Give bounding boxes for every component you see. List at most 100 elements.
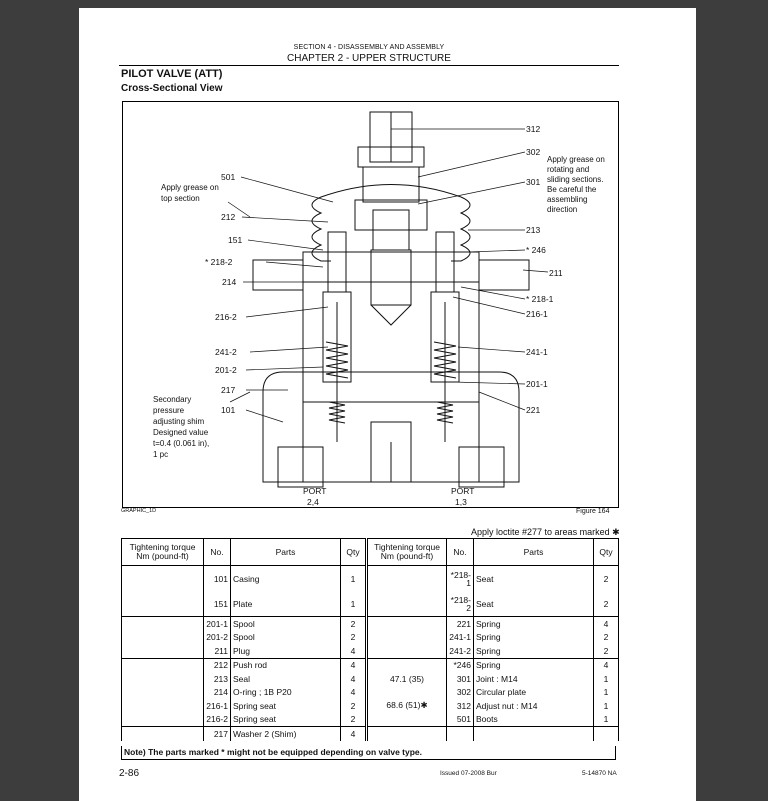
table-cell: 201-1 bbox=[203, 616, 231, 631]
table-cell bbox=[366, 726, 447, 741]
table-cell: Plate bbox=[230, 591, 341, 617]
table-cell: 312 bbox=[446, 699, 474, 713]
table-cell bbox=[121, 712, 204, 727]
table-cell: 2 bbox=[593, 644, 619, 658]
table-cell: 2 bbox=[593, 565, 619, 591]
valve-drawing: 312 302 301 213 * 246 211 * 218-1 216-1 … bbox=[153, 111, 605, 507]
table-cell: 1 bbox=[340, 565, 368, 591]
table-cell: 4 bbox=[340, 672, 368, 686]
table-cell: 2 bbox=[340, 616, 368, 631]
col-header-parts-2: Parts bbox=[473, 538, 594, 566]
table-cell: 302 bbox=[446, 685, 474, 699]
table-cell: Push rod bbox=[230, 657, 341, 672]
table-cell bbox=[121, 672, 204, 686]
table-cell: 101 bbox=[203, 565, 231, 591]
table-cell: 241-2 bbox=[446, 644, 474, 658]
shim-note-line-6: 1 pc bbox=[153, 450, 168, 459]
table-cell bbox=[121, 644, 204, 658]
table-cell bbox=[366, 591, 447, 617]
label-216-1: 216-1 bbox=[526, 309, 548, 319]
table-cell: 1 bbox=[593, 672, 619, 686]
table-cell: Spring bbox=[473, 644, 594, 658]
table-cell: 151 bbox=[203, 591, 231, 617]
label-151: 151 bbox=[228, 235, 242, 245]
grease-right-line-2: rotating and bbox=[547, 165, 589, 174]
label-218-2: * 218-2 bbox=[205, 257, 233, 267]
table-cell: Boots bbox=[473, 712, 594, 727]
table-cell: 4 bbox=[593, 657, 619, 672]
label-211: 211 bbox=[549, 268, 563, 278]
grease-top-line-2: top section bbox=[161, 194, 200, 203]
table-cell bbox=[121, 726, 204, 741]
label-501: 501 bbox=[221, 172, 235, 182]
port-right-label: PORT bbox=[451, 486, 474, 496]
label-301: 301 bbox=[526, 177, 540, 187]
table-cell bbox=[593, 726, 619, 741]
table-cell bbox=[366, 616, 447, 631]
table-cell: Plug bbox=[230, 644, 341, 658]
label-214: 214 bbox=[222, 277, 236, 287]
table-cell: Circular plate bbox=[473, 685, 594, 699]
table-cell: Seat bbox=[473, 591, 594, 617]
table-cell bbox=[366, 712, 447, 727]
table-cell: 214 bbox=[203, 685, 231, 699]
table-cell: Spring seat bbox=[230, 699, 341, 713]
chapter-header: CHAPTER 2 - UPPER STRUCTURE bbox=[287, 53, 451, 64]
col-header-no: No. bbox=[203, 538, 231, 566]
grease-top-line-1: Apply grease on bbox=[161, 183, 219, 192]
table-cell: 241-1 bbox=[446, 630, 474, 644]
label-246: * 246 bbox=[526, 245, 546, 255]
table-cell: 301 bbox=[446, 672, 474, 686]
header-rule bbox=[119, 65, 619, 66]
table-cell: 4 bbox=[340, 685, 368, 699]
table-cell: Seat bbox=[473, 565, 594, 591]
table-cell: 1 bbox=[593, 712, 619, 727]
table-cell bbox=[366, 630, 447, 644]
table-cell: 217 bbox=[203, 726, 231, 741]
table-cell: 68.6 (51)✱ bbox=[366, 699, 447, 713]
table-cell: Seal bbox=[230, 672, 341, 686]
label-241-2: 241-2 bbox=[215, 347, 237, 357]
label-218-1: * 218-1 bbox=[526, 294, 554, 304]
label-221: 221 bbox=[526, 405, 540, 415]
table-cell bbox=[121, 699, 204, 713]
grease-right-line-1: Apply grease on bbox=[547, 155, 605, 164]
shim-note-line-3: adjusting shim bbox=[153, 417, 204, 426]
label-201-2: 201-2 bbox=[215, 365, 237, 375]
label-241-1: 241-1 bbox=[526, 347, 548, 357]
label-101: 101 bbox=[221, 405, 235, 415]
port-left-number: 2,4 bbox=[307, 497, 319, 507]
label-217: 217 bbox=[221, 385, 235, 395]
table-cell: 2 bbox=[340, 699, 368, 713]
table-cell: 221 bbox=[446, 616, 474, 631]
document-number: 5-14870 NA bbox=[582, 770, 617, 777]
table-cell: Spring bbox=[473, 616, 594, 631]
table-cell: 213 bbox=[203, 672, 231, 686]
col-header-parts: Parts bbox=[230, 538, 341, 566]
table-cell: *218-2 bbox=[446, 591, 474, 617]
shim-note-line-5: t=0.4 (0.061 in), bbox=[153, 439, 209, 448]
col-header-torque: Tightening torque Nm (pound-ft) bbox=[121, 538, 204, 566]
table-cell: 1 bbox=[340, 591, 368, 617]
table-cell: 2 bbox=[593, 630, 619, 644]
table-cell bbox=[121, 565, 204, 591]
grease-right-line-6: direction bbox=[547, 205, 577, 214]
table-cell bbox=[366, 644, 447, 658]
section-header: SECTION 4 - DISASSEMBLY AND ASSEMBLY bbox=[293, 44, 445, 51]
table-cell bbox=[121, 630, 204, 644]
table-cell: 47.1 (35) bbox=[366, 672, 447, 686]
col-header-torque-2: Tightening torque Nm (pound-ft) bbox=[366, 538, 447, 566]
grease-right-line-3: sliding sections. bbox=[547, 175, 603, 184]
shim-note-line-4: Designed value bbox=[153, 428, 209, 437]
table-cell: Washer 2 (Shim) bbox=[230, 726, 341, 741]
table-cell: 216-2 bbox=[203, 712, 231, 727]
table-cell bbox=[366, 565, 447, 591]
loctite-note: Apply loctite #277 to areas marked ✱ bbox=[471, 527, 620, 537]
table-cell: Spool bbox=[230, 616, 341, 631]
